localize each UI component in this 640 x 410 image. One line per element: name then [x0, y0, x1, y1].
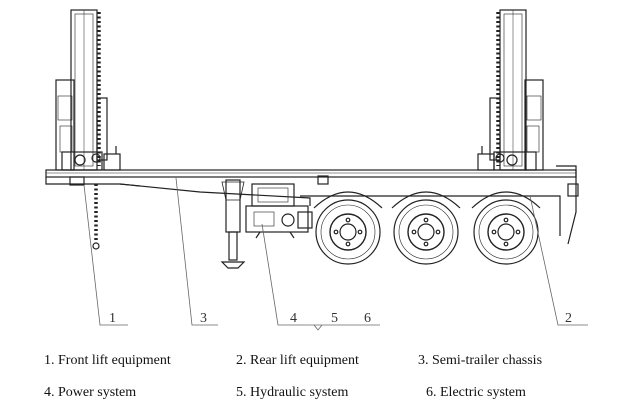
callout-1: 1 [109, 311, 116, 326]
legend-item-electric: 6. Electric system [426, 385, 526, 400]
legend-item-power: 4. Power system [44, 385, 137, 400]
callout-6: 6 [364, 311, 371, 326]
front-lift-mast [55, 9, 121, 171]
semi-trailer-chassis [45, 165, 579, 245]
legend-item-chassis: 3. Semi-trailer chassis [418, 353, 543, 368]
power-hydraulic-unit [245, 183, 313, 239]
rear-lift-mast [477, 9, 544, 171]
legend-item-front-lift: 1. Front lift equipment [44, 353, 171, 368]
fender-2 [391, 191, 461, 209]
fender-3 [471, 191, 541, 209]
legend-item-rear-lift: 2. Rear lift equipment [236, 353, 359, 368]
leader-line-2 [529, 195, 588, 326]
callout-5: 5 [331, 311, 338, 326]
leader-line-4 [261, 223, 304, 326]
side-loader-trailer-drawing: 1 3 4 5 6 2 [45, 9, 588, 331]
landing-leg [220, 179, 246, 269]
callout-4: 4 [290, 311, 297, 326]
callout-3: 3 [200, 311, 207, 326]
leader-line-3 [175, 177, 218, 326]
leader-line-1 [83, 184, 128, 326]
wheel-1 [315, 199, 381, 265]
legend-item-hydraulic: 5. Hydraulic system [236, 385, 349, 400]
callout-2: 2 [565, 311, 572, 326]
fender-1 [313, 191, 383, 209]
wheel-3 [473, 199, 539, 265]
wheel-2 [393, 199, 459, 265]
leader-brace [313, 324, 323, 331]
